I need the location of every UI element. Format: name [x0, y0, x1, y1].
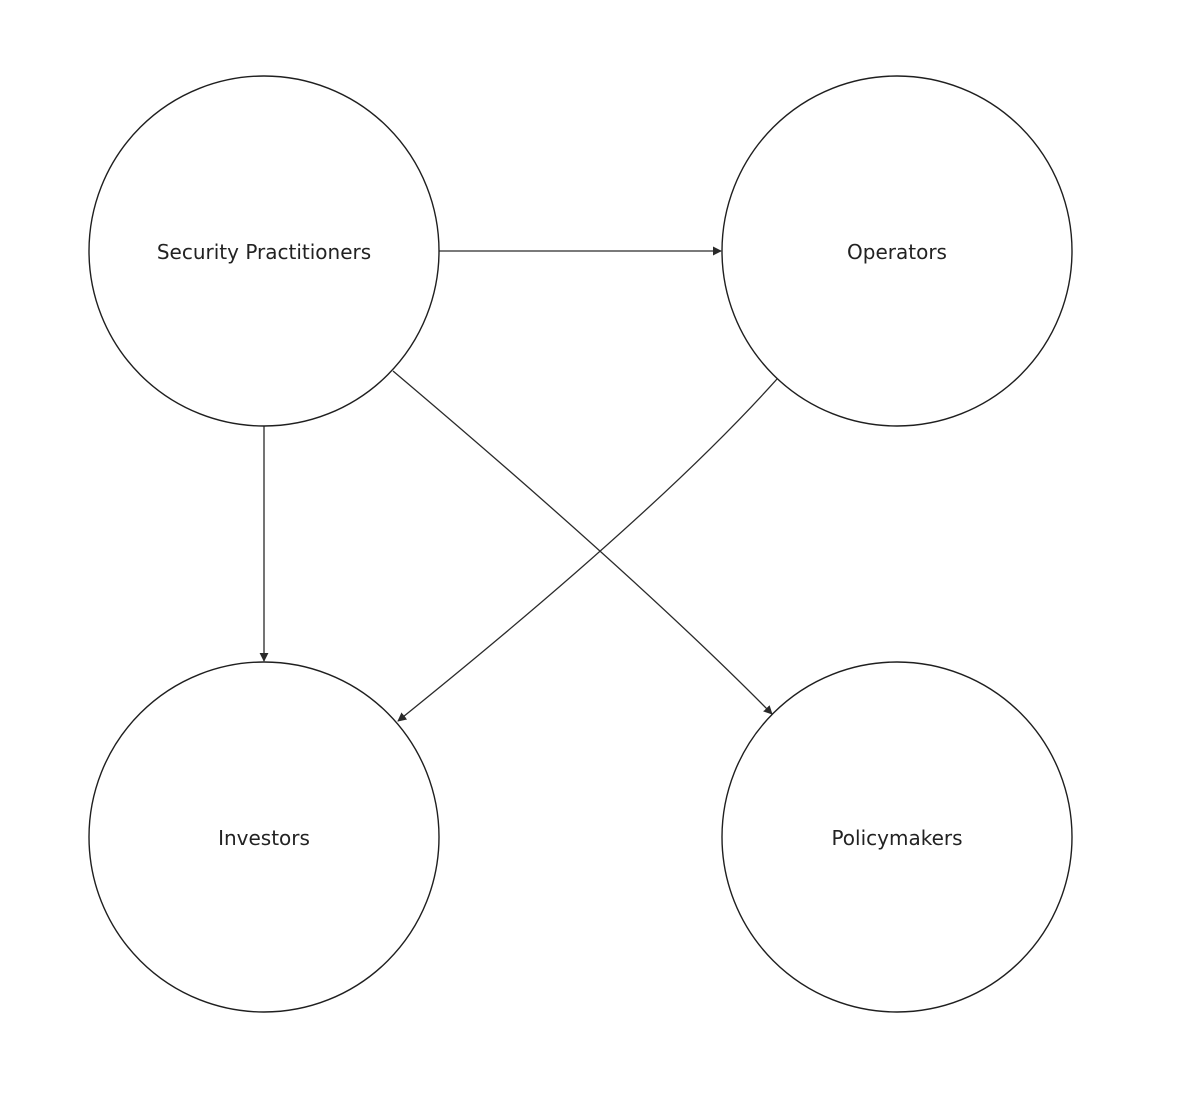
policymakers-circle [721, 661, 1073, 1013]
operators-circle [721, 75, 1073, 427]
node-security-practitioners[interactable]: Security Practitioners [88, 75, 440, 427]
investors-circle [88, 661, 440, 1013]
security-practitioners-circle [88, 75, 440, 427]
edges-layer [259, 246, 778, 722]
security-practitioners-label: Security Practitioners [157, 240, 371, 264]
operators-label: Operators [847, 240, 947, 264]
node-investors[interactable]: Investors [88, 661, 440, 1013]
policymakers-label: Policymakers [831, 826, 962, 850]
node-operators[interactable]: Operators [721, 75, 1073, 427]
edge-security-practitioners-to-policymakers [392, 370, 773, 715]
investors-label: Investors [218, 826, 310, 850]
node-policymakers[interactable]: Policymakers [721, 661, 1073, 1013]
edge-operators-to-investors [397, 378, 778, 722]
